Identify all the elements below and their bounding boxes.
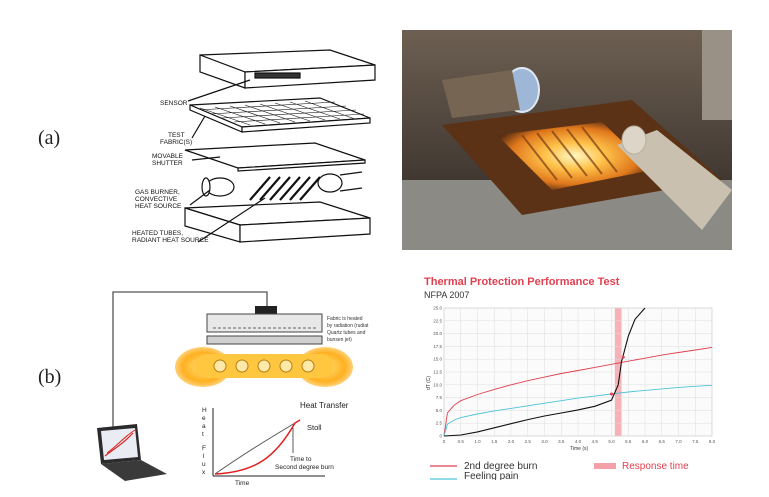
graph-y-letter: e xyxy=(202,415,206,422)
x-tick-label: 6.0 xyxy=(642,439,649,444)
label-movable: MOVABLE xyxy=(152,153,184,160)
y-axis-label: dT (C) xyxy=(426,376,432,390)
y-tick-label: 17.5 xyxy=(433,344,442,349)
x-tick-label: 1.0 xyxy=(474,439,481,444)
x-tick-label: 7.5 xyxy=(692,439,699,444)
thermal-performance-chart: Thermal Protection Performance Test NFPA… xyxy=(424,276,716,480)
label-fabrics: FABRIC(S) xyxy=(160,139,192,146)
annotation-line-4: bunsen jet) xyxy=(327,337,352,343)
test-schematic: Fabric is heated by radiation (rudiat Qu… xyxy=(97,291,369,487)
y-tick-label: 22.5 xyxy=(433,318,442,323)
time-note-line-1: Time to xyxy=(290,456,312,463)
y-tick-label: 10.0 xyxy=(433,382,442,387)
label-shutter: SHUTTER xyxy=(152,160,183,167)
x-tick-label: 0 xyxy=(443,439,446,444)
series-line-2 xyxy=(443,307,646,437)
chart-title: Thermal Protection Performance Test xyxy=(424,276,620,288)
label-sensor: SENSOR xyxy=(160,100,188,107)
x-tick-label: 4.0 xyxy=(575,439,582,444)
label-heat-source: HEAT SOURCE xyxy=(135,203,182,210)
annotation-line-3: Quartz tubes and xyxy=(327,330,366,336)
y-tick-label: 0 xyxy=(439,434,442,439)
x-tick-label: 2.0 xyxy=(508,439,515,444)
label-gas-burner: GAS BURNER, xyxy=(135,189,180,196)
x-tick-label: 5.0 xyxy=(608,439,615,444)
x-tick-label: 3.5 xyxy=(558,439,565,444)
y-tick-label: 5.0 xyxy=(436,408,443,413)
x-tick-label: 7.0 xyxy=(675,439,682,444)
label-heated-tubes: HEATED TUBES, xyxy=(132,230,183,237)
graph-y-letter: F xyxy=(202,445,206,452)
apparatus-photo xyxy=(402,30,732,250)
y-tick-label: 20.0 xyxy=(433,331,442,336)
x-tick-label: 2.5 xyxy=(525,439,532,444)
graph-y-letter: u xyxy=(202,461,206,468)
panel-label-b: (b) xyxy=(38,366,62,388)
legend-response-time: Response time xyxy=(622,461,689,472)
graph-y-letter: l xyxy=(203,453,205,460)
time-note-line-2: Second degree burn xyxy=(275,464,334,471)
heat-transfer-label: Heat Transfer xyxy=(300,401,349,410)
x-tick-label: 4.5 xyxy=(592,439,599,444)
graph-y-letter: x xyxy=(202,469,206,476)
x-tick-label: 1.5 xyxy=(491,439,498,444)
x-tick-label: 6.5 xyxy=(659,439,666,444)
plot-area: 0 0.5 1.0 1.5 2.0 2.5 3.0 3.5 4.0 4.5 5.0 5.5 6.0 6.5… xyxy=(433,306,715,445)
y-tick-label: 7.5 xyxy=(436,395,443,400)
graph-y-letter: t xyxy=(202,431,204,438)
graph-y-letter: H xyxy=(202,407,207,414)
panel-label-a: (a) xyxy=(38,127,61,149)
stoll-label: Stoll xyxy=(307,423,322,432)
x-tick-label: 3.0 xyxy=(541,439,548,444)
legend-2nd-degree: 2nd degree burn xyxy=(464,461,537,472)
y-tick-label: 2.5 xyxy=(436,421,443,426)
x-tick-label: 8.0 xyxy=(709,439,716,444)
annotation-line-2: by radiation (rudiat xyxy=(327,323,369,329)
label-test: TEST xyxy=(168,132,185,139)
series-line-1 xyxy=(443,384,713,437)
burn-intersection-point xyxy=(621,355,625,359)
y-tick-label: 25.0 xyxy=(433,306,442,311)
legend-feeling-pain: Feeling pain xyxy=(464,471,518,480)
y-tick-label: 15.0 xyxy=(433,357,442,362)
label-convective: CONVECTIVE xyxy=(135,196,178,203)
y-tick-label: 12.5 xyxy=(433,370,442,375)
label-radiant-heat-source: RADIANT HEAT SOURCE xyxy=(132,237,209,244)
x-tick-label: 5.5 xyxy=(625,439,632,444)
series-line-0 xyxy=(443,346,713,437)
annotation-line-1: Fabric is heated xyxy=(327,316,363,322)
pain-intersection-point xyxy=(610,392,613,396)
exploded-apparatus-diagram: SENSOR TEST FABRIC(S) MOVABLE SHUTTER GA… xyxy=(132,49,376,244)
x-axis-label: Time (s) xyxy=(570,446,588,452)
x-tick-label: 0.5 xyxy=(458,439,465,444)
chart-subtitle: NFPA 2007 xyxy=(424,290,469,300)
graph-x-label: Time xyxy=(235,480,250,487)
graph-y-letter: a xyxy=(202,423,206,430)
